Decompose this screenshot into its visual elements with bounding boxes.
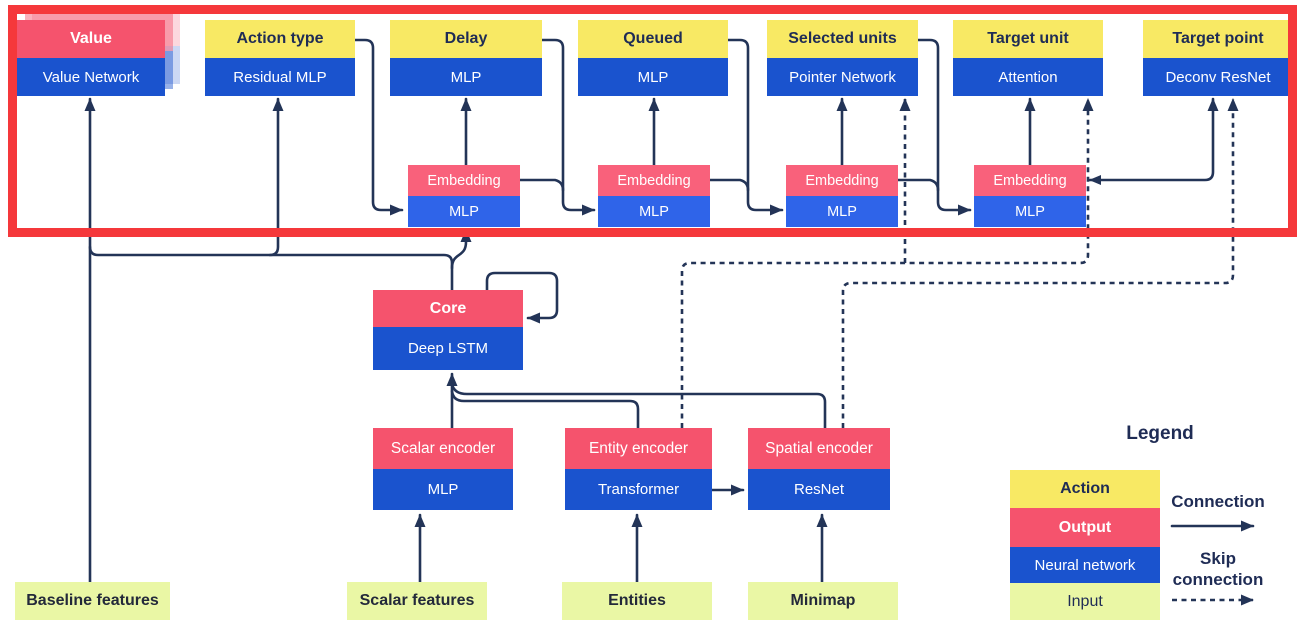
wire-delay-to-embedding2 bbox=[540, 38, 596, 216]
embedding-1-network: MLP bbox=[408, 196, 520, 227]
wire-spatial-to-core bbox=[450, 382, 827, 430]
encoder-scalar: Scalar encoder MLP bbox=[373, 428, 513, 510]
head-target-point: Target point Deconv ResNet bbox=[1143, 20, 1293, 96]
encoder-scalar-title: Scalar encoder bbox=[373, 428, 513, 469]
head-selected-units-title: Selected units bbox=[767, 20, 918, 58]
wire-core-self-loop bbox=[485, 271, 559, 324]
head-action-type: Action type Residual MLP bbox=[205, 20, 355, 96]
wire-embedding4-arrowhead bbox=[1089, 175, 1101, 185]
embedding-3-title: Embedding bbox=[786, 165, 898, 196]
head-target-unit: Target unit Attention bbox=[953, 20, 1103, 96]
legend-connection-label: Connection bbox=[1171, 492, 1265, 511]
embedding-4-title: Embedding bbox=[974, 165, 1086, 196]
head-target-unit-network: Attention bbox=[953, 58, 1103, 96]
encoder-spatial-network: ResNet bbox=[748, 469, 890, 510]
head-queued-network: MLP bbox=[578, 58, 728, 96]
wire-selected-to-embedding4 bbox=[916, 38, 972, 216]
wire-embedding4-to-deconv bbox=[1088, 97, 1219, 182]
embedding-2-title: Embedding bbox=[598, 165, 710, 196]
input-scalar-features: Scalar features bbox=[347, 582, 487, 620]
embedding-box-1: Embedding MLP bbox=[408, 165, 520, 227]
head-delay-title: Delay bbox=[390, 20, 542, 58]
embedding-2-network: MLP bbox=[598, 196, 710, 227]
input-entities: Entities bbox=[562, 582, 712, 620]
head-selected-units-network: Pointer Network bbox=[767, 58, 918, 96]
wire-embedding2-out bbox=[708, 178, 750, 192]
embedding-box-4: Embedding MLP bbox=[974, 165, 1086, 227]
embedding-box-3: Embedding MLP bbox=[786, 165, 898, 227]
encoder-entity: Entity encoder Transformer bbox=[565, 428, 712, 510]
core-title: Core bbox=[373, 290, 523, 327]
head-delay-network: MLP bbox=[390, 58, 542, 96]
skip-spatial-to-deconv bbox=[841, 98, 1239, 428]
embedding-box-2: Embedding MLP bbox=[598, 165, 710, 227]
wire-embedding3-out bbox=[896, 178, 940, 192]
head-delay: Delay MLP bbox=[390, 20, 542, 96]
embedding-1-title: Embedding bbox=[408, 165, 520, 196]
wire-entity-to-core bbox=[450, 389, 640, 430]
skip-entity-to-attention bbox=[680, 98, 1094, 428]
encoder-scalar-network: MLP bbox=[373, 469, 513, 510]
legend-neural-network: Neural network bbox=[1010, 547, 1160, 583]
wire-actiontype-to-embedding1 bbox=[353, 38, 404, 216]
encoder-spatial-title: Spatial encoder bbox=[748, 428, 890, 469]
legend-swatches: Action Output Neural network Input bbox=[1010, 470, 1160, 620]
embedding-4-network: MLP bbox=[974, 196, 1086, 227]
wire-queued-to-embedding3 bbox=[726, 38, 784, 216]
legend-output: Output bbox=[1010, 508, 1160, 547]
legend-skip-label: Skip connection bbox=[1172, 549, 1264, 590]
head-selected-units: Selected units Pointer Network bbox=[767, 20, 918, 96]
core-box: Core Deep LSTM bbox=[373, 290, 523, 370]
legend-input: Input bbox=[1010, 583, 1160, 620]
legend-action: Action bbox=[1010, 470, 1160, 508]
head-value: Value Value Network bbox=[17, 20, 165, 96]
head-value-title: Value bbox=[17, 20, 165, 58]
encoder-entity-network: Transformer bbox=[565, 469, 712, 510]
input-minimap: Minimap bbox=[748, 582, 898, 620]
head-queued: Queued MLP bbox=[578, 20, 728, 96]
embedding-3-network: MLP bbox=[786, 196, 898, 227]
head-action-type-network: Residual MLP bbox=[205, 58, 355, 96]
head-value-network: Value Network bbox=[17, 58, 165, 96]
wire-core-left-rail bbox=[88, 245, 454, 292]
head-queued-title: Queued bbox=[578, 20, 728, 58]
legend-title: Legend bbox=[1126, 423, 1194, 444]
core-network: Deep LSTM bbox=[373, 327, 523, 370]
head-target-unit-title: Target unit bbox=[953, 20, 1103, 58]
encoder-entity-title: Entity encoder bbox=[565, 428, 712, 469]
head-target-point-network: Deconv ResNet bbox=[1143, 58, 1293, 96]
head-action-type-title: Action type bbox=[205, 20, 355, 58]
head-target-point-title: Target point bbox=[1143, 20, 1293, 58]
encoder-spatial: Spatial encoder ResNet bbox=[748, 428, 890, 510]
wire-rail-to-residual-mlp bbox=[268, 97, 284, 257]
input-baseline-features: Baseline features bbox=[15, 582, 170, 620]
wire-core-to-embedding1 bbox=[450, 228, 472, 270]
wire-embedding1-out bbox=[518, 178, 565, 192]
